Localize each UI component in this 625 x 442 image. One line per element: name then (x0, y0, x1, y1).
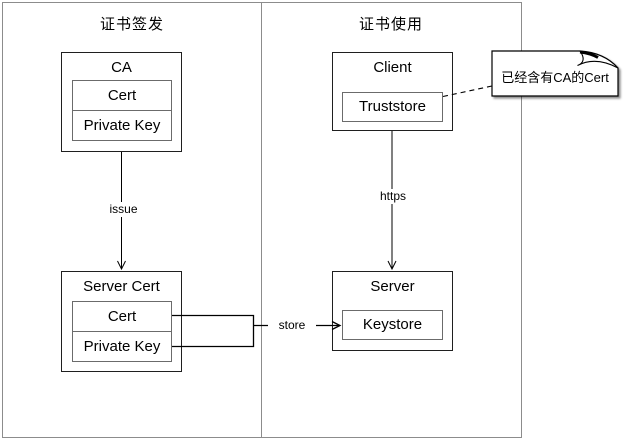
server-cert-cert-label: Cert (107, 308, 137, 325)
server-cert-node-title: Server Cert (83, 278, 160, 295)
panel-cert-issuance: 证书签发 (2, 2, 262, 438)
client-node-title: Client (373, 59, 412, 76)
server-cert-private-key-label: Private Key (83, 338, 161, 355)
client-node: Client Truststore (332, 52, 453, 131)
panel-title-cert-usage: 证书使用 (358, 16, 423, 33)
store-edge-label: store (268, 318, 316, 333)
note-curl-icon (577, 50, 619, 69)
https-edge-label: https (369, 189, 417, 204)
issue-edge-label: issue (99, 202, 148, 217)
server-node: Server Keystore (332, 271, 453, 351)
truststore-box: Truststore (342, 92, 443, 122)
ca-cert-label: Cert (107, 87, 137, 104)
server-cert-cert-box: Cert (72, 301, 172, 332)
ca-private-key-box: Private Key (72, 110, 172, 141)
ca-private-key-label: Private Key (83, 117, 161, 134)
keystore-label: Keystore (362, 316, 423, 333)
ca-node: CA Cert Private Key (61, 52, 182, 152)
panel-cert-usage: 证书使用 (261, 2, 522, 438)
panel-title-cert-issuance: 证书签发 (99, 16, 164, 33)
note-curl-hatch-icon (579, 50, 599, 59)
note-shape (491, 50, 619, 97)
server-cert-private-key-box: Private Key (72, 331, 172, 362)
server-cert-node: Server Cert Cert Private Key (61, 271, 182, 372)
note-text: 已经含有CA的Cert (501, 70, 609, 85)
keystore-box: Keystore (342, 310, 443, 340)
ca-cert-box: Cert (72, 80, 172, 111)
ca-node-title: CA (111, 59, 132, 76)
server-node-title: Server (370, 278, 415, 295)
truststore-label: Truststore (359, 98, 426, 115)
